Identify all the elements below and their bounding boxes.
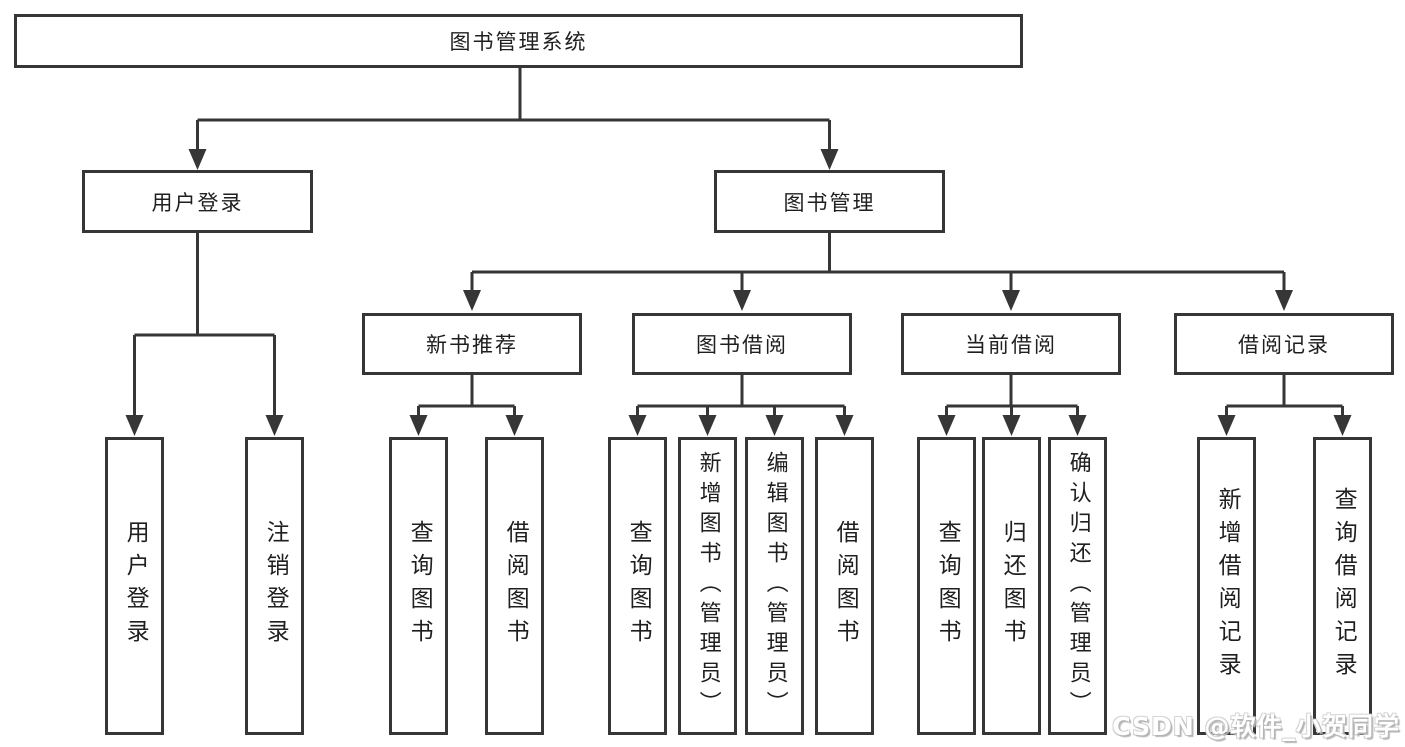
leaf-records-add-record-label: 新增借阅记录 <box>1214 487 1241 685</box>
leaf-logout: 注销登录 <box>245 437 304 735</box>
leaf-recommend-borrow-books: 借阅图书 <box>485 437 544 735</box>
leaf-borrow-add-books-admin-label: 新增图书（管理员） <box>695 451 721 721</box>
leaf-current-confirm-return-admin-label: 确认归还（管理员） <box>1065 451 1091 721</box>
node-borrow-records: 借阅记录 <box>1174 313 1394 375</box>
node-user-login: 用户登录 <box>82 170 313 233</box>
leaf-recommend-borrow-books-label: 借阅图书 <box>502 520 529 652</box>
csdn-watermark: CSDN @软件_小贺同学 <box>1112 712 1400 741</box>
leaf-borrow-borrow-books: 借阅图书 <box>815 437 874 735</box>
node-current-borrow-label: 当前借阅 <box>965 333 1057 357</box>
leaf-records-query-record: 查询借阅记录 <box>1313 437 1372 735</box>
node-book-borrow-label: 图书借阅 <box>696 333 788 357</box>
leaf-current-query-books: 查询图书 <box>917 437 976 735</box>
leaf-current-query-books-label: 查询图书 <box>934 520 961 652</box>
arrowhead-icons <box>125 149 1352 436</box>
root-node-library-system: 图书管理系统 <box>14 14 1023 68</box>
leaf-borrow-edit-books-admin-label: 编辑图书（管理员） <box>762 451 788 721</box>
leaf-user-login-label: 用户登录 <box>122 520 149 652</box>
leaf-logout-label: 注销登录 <box>262 520 289 652</box>
leaf-records-query-record-label: 查询借阅记录 <box>1330 487 1357 685</box>
leaf-borrow-add-books-admin: 新增图书（管理员） <box>678 437 737 735</box>
leaf-borrow-query-books-label: 查询图书 <box>625 520 652 652</box>
node-new-book-recommend-label: 新书推荐 <box>426 333 518 357</box>
leaf-current-return-books: 归还图书 <box>982 437 1041 735</box>
node-book-borrow: 图书借阅 <box>632 313 852 375</box>
leaf-borrow-edit-books-admin: 编辑图书（管理员） <box>745 437 804 735</box>
node-book-management-label: 图书管理 <box>783 190 876 215</box>
leaf-borrow-borrow-books-label: 借阅图书 <box>832 520 859 652</box>
leaf-recommend-query-books: 查询图书 <box>389 437 448 735</box>
leaf-records-add-record: 新增借阅记录 <box>1197 437 1256 735</box>
node-user-login-label: 用户登录 <box>151 190 244 215</box>
node-new-book-recommend: 新书推荐 <box>362 313 582 375</box>
node-book-management: 图书管理 <box>714 170 945 233</box>
node-current-borrow: 当前借阅 <box>901 313 1121 375</box>
node-borrow-records-label: 借阅记录 <box>1238 333 1330 357</box>
root-node-label: 图书管理系统 <box>449 30 588 54</box>
leaf-current-confirm-return-admin: 确认归还（管理员） <box>1048 437 1107 735</box>
leaf-recommend-query-books-label: 查询图书 <box>406 520 433 652</box>
leaf-user-login: 用户登录 <box>105 437 164 735</box>
leaf-current-return-books-label: 归还图书 <box>999 520 1026 652</box>
leaf-borrow-query-books: 查询图书 <box>608 437 667 735</box>
